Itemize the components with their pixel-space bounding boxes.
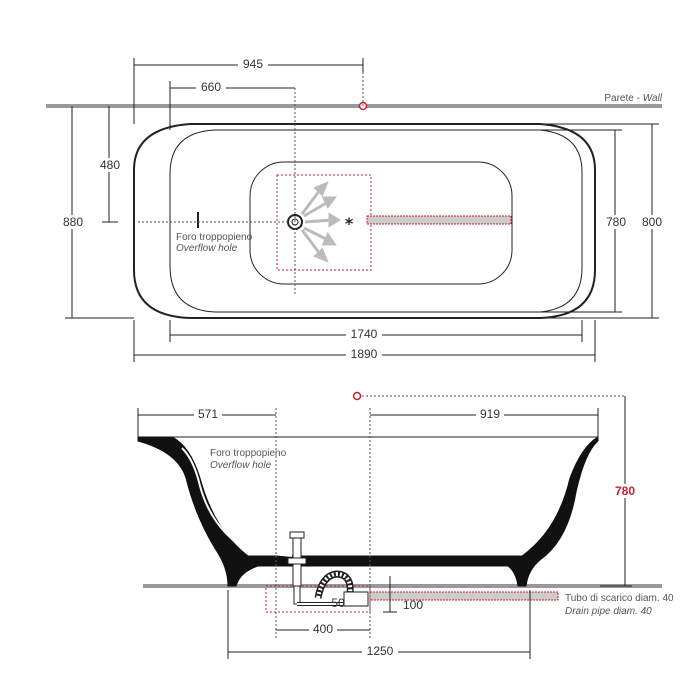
dim-1740-label: 1740 <box>351 327 378 341</box>
overflow-channel <box>181 447 293 557</box>
wall-label-en: Wall <box>643 93 663 104</box>
dim-50-label: 50 <box>331 596 345 610</box>
dim-919-label: 919 <box>480 407 500 421</box>
waste-valve-icon <box>287 531 350 606</box>
dim-1250-label: 1250 <box>367 644 394 658</box>
dim-1250-bg <box>362 644 398 658</box>
dim-945-bg <box>238 57 268 71</box>
dim-780-top-bg <box>602 215 630 229</box>
dim-480-bg <box>97 158 123 172</box>
dim-880-bg <box>59 215 87 229</box>
dim-571-bg <box>194 407 222 421</box>
dim-880-label: 880 <box>63 215 83 229</box>
side-drain-label-it: Tubo di scarico diam. 40 <box>565 593 674 604</box>
siphon-trap-icon <box>314 570 369 607</box>
dim-919-bg <box>476 407 504 421</box>
top-overflow-label-it: Foro troppopieno <box>176 232 253 243</box>
dim-480-label: 480 <box>100 158 120 172</box>
side-overflow-label-it: Foro troppopieno <box>210 448 287 459</box>
tub-basin <box>249 161 513 285</box>
dim-945-label: 945 <box>243 57 263 71</box>
dim-571-label: 571 <box>198 407 218 421</box>
top-drain-pipe <box>366 215 512 225</box>
dim-400-label: 400 <box>313 622 333 636</box>
dim-800-bg <box>638 215 666 229</box>
side-drain-label-en: Drain pipe diam. 40 <box>565 606 652 617</box>
side-drain-pipe <box>369 591 559 601</box>
wall-label-it: Parete <box>604 93 634 104</box>
dim-400-bg <box>309 622 337 636</box>
spray-arrows-icon <box>300 181 341 263</box>
dim-1890-label: 1890 <box>351 347 378 361</box>
dim-100-label: 100 <box>403 598 423 612</box>
side-axis-marker-icon <box>352 391 362 401</box>
wall-label: Parete - Wall <box>604 93 662 104</box>
drain-asterisk-icon: * <box>345 214 354 233</box>
dim-780-side-bg <box>610 484 640 498</box>
dim-1740-bg <box>346 327 382 341</box>
top-overflow-label-en: Overflow hole <box>176 243 238 254</box>
dim-660-bg <box>196 80 226 94</box>
tub-side-silhouette <box>137 436 599 587</box>
dim-1890-bg <box>346 347 382 361</box>
side-view: Foro troppopieno Overflow hole Tubo di s… <box>137 391 674 659</box>
tub-outer-outline <box>133 123 596 319</box>
dim-780-top-label: 780 <box>606 215 626 229</box>
side-overflow-label-en: Overflow hole <box>210 460 272 471</box>
top-view: Parete - Wall Foro troppopieno Overflow … <box>46 57 666 362</box>
dim-800-label: 800 <box>642 215 662 229</box>
dim-780-side-label: 780 <box>615 484 635 498</box>
dim-660-label: 660 <box>201 80 221 94</box>
wall-label-sep: - <box>634 93 643 104</box>
